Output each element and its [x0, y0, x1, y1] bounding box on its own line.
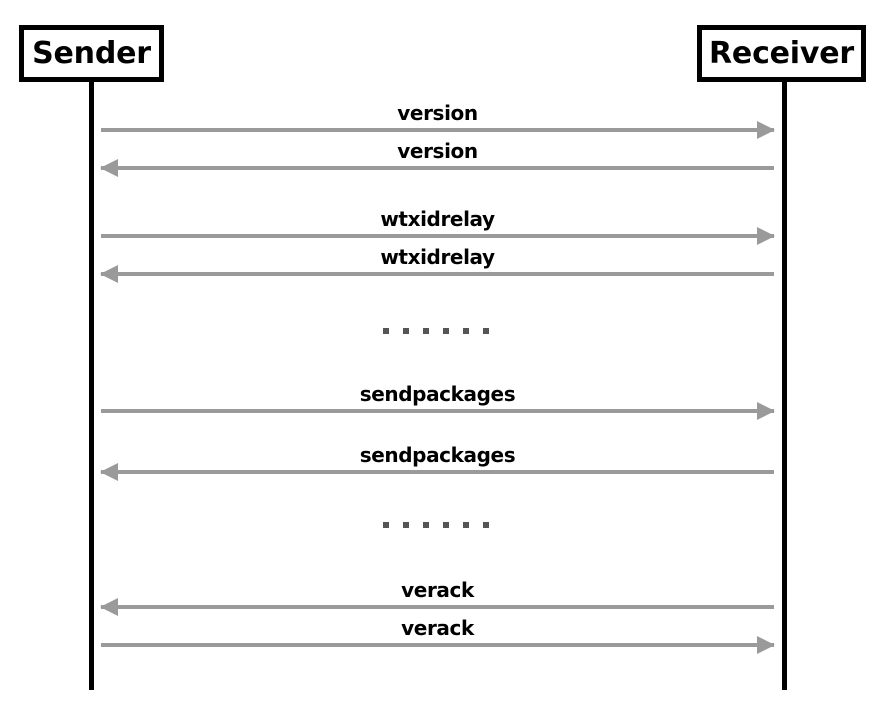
message-label: version	[397, 101, 478, 125]
continuation-ellipsis	[383, 522, 489, 528]
participant-label-receiver: Receiver	[709, 35, 854, 71]
message-line	[101, 234, 774, 238]
ellipsis-dot	[403, 522, 409, 528]
lifeline-receiver	[782, 82, 787, 690]
participant-box-receiver: Receiver	[697, 25, 866, 82]
message-label: sendpackages	[359, 382, 516, 406]
message-label: wtxidrelay	[380, 245, 495, 269]
ellipsis-dot	[463, 328, 469, 334]
message-line	[101, 643, 774, 647]
ellipsis-dot	[423, 522, 429, 528]
arrowhead-right-icon	[757, 402, 775, 420]
ellipsis-dot	[443, 522, 449, 528]
arrowhead-right-icon	[757, 636, 775, 654]
ellipsis-dot	[423, 328, 429, 334]
arrowhead-right-icon	[757, 227, 775, 245]
message-line	[101, 605, 774, 609]
message-label: wtxidrelay	[380, 207, 495, 231]
ellipsis-dot	[483, 522, 489, 528]
message-line	[101, 128, 774, 132]
arrowhead-left-icon	[100, 598, 118, 616]
continuation-ellipsis	[383, 328, 489, 334]
ellipsis-dot	[483, 328, 489, 334]
arrowhead-left-icon	[100, 159, 118, 177]
message-label: sendpackages	[359, 443, 516, 467]
participant-box-sender: Sender	[19, 25, 164, 82]
message-line	[101, 409, 774, 413]
participant-label-sender: Sender	[32, 35, 151, 71]
arrowhead-right-icon	[757, 121, 775, 139]
ellipsis-dot	[383, 522, 389, 528]
message-line	[101, 470, 774, 474]
message-label: verack	[401, 616, 474, 640]
message-label: version	[397, 139, 478, 163]
arrowhead-left-icon	[100, 265, 118, 283]
ellipsis-dot	[463, 522, 469, 528]
arrowhead-left-icon	[100, 463, 118, 481]
message-line	[101, 166, 774, 170]
ellipsis-dot	[443, 328, 449, 334]
message-line	[101, 272, 774, 276]
ellipsis-dot	[383, 328, 389, 334]
ellipsis-dot	[403, 328, 409, 334]
lifeline-sender	[89, 82, 94, 690]
message-label: verack	[401, 578, 474, 602]
